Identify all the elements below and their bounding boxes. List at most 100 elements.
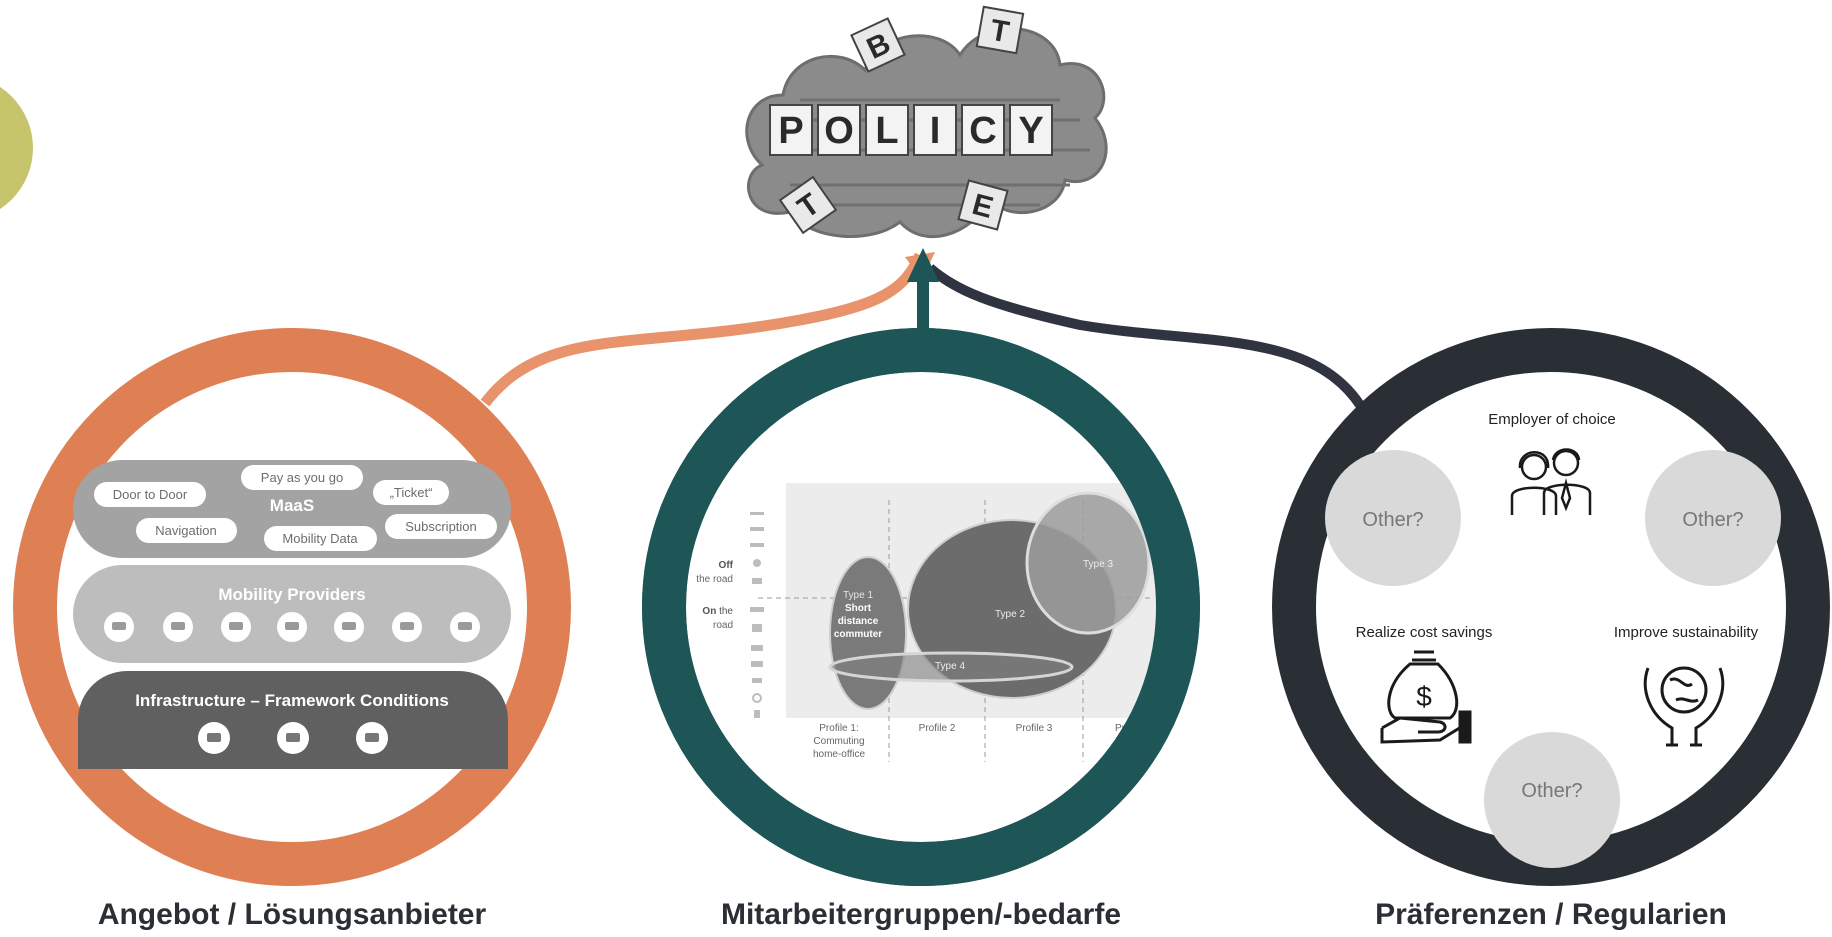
left-caption: Angebot / Lösungsanbieter bbox=[97, 898, 487, 931]
mobility-icon-row bbox=[104, 612, 480, 642]
icon-boat bbox=[750, 527, 764, 531]
parking-icon bbox=[198, 722, 230, 754]
navy-connector bbox=[926, 264, 1365, 408]
type3-label: Type 3 bbox=[1083, 559, 1113, 570]
other-label: Other? bbox=[1682, 509, 1743, 531]
people-icon bbox=[1510, 448, 1592, 515]
scatter-letter-block: B bbox=[850, 17, 906, 73]
profile-label: Profile 1: bbox=[819, 723, 858, 734]
maas-tag-label: Mobility Data bbox=[282, 531, 358, 546]
icon-bus bbox=[752, 578, 762, 584]
maas-tag-label: „Ticket“ bbox=[390, 485, 433, 500]
policy-letter: I bbox=[930, 110, 941, 152]
mobility-band: Mobility Providers bbox=[73, 565, 511, 663]
decorative-olive-circle bbox=[0, 86, 33, 210]
maas-tag: Pay as you go bbox=[241, 465, 363, 490]
maas-tag-pill bbox=[241, 465, 363, 490]
right-panel: Other? Other? Other? Employer of choice … bbox=[1272, 328, 1830, 886]
maas-tag: Navigation bbox=[136, 518, 237, 543]
cost-label: Realize cost savings bbox=[1356, 624, 1493, 641]
infra-band: Infrastructure – Framework Conditions bbox=[78, 671, 508, 769]
other-label: Other? bbox=[1521, 780, 1582, 802]
person-a-hair bbox=[1518, 451, 1550, 469]
type1-line: commuter bbox=[834, 629, 882, 640]
money-bag-icon: $ bbox=[1380, 650, 1472, 744]
policy-letter: O bbox=[824, 110, 854, 152]
maas-title: MaaS bbox=[270, 496, 314, 515]
teal-connector bbox=[917, 270, 929, 330]
on-label-rest: the bbox=[716, 606, 733, 617]
charging-icon bbox=[356, 722, 388, 754]
policy-letter: C bbox=[969, 110, 996, 152]
icon-truck bbox=[750, 607, 764, 612]
off-road-sub: the road bbox=[696, 574, 733, 585]
right-caption: Präferenzen / Regularien bbox=[1375, 898, 1727, 931]
globe-land bbox=[1669, 677, 1699, 703]
off-road-label: Off bbox=[719, 560, 734, 571]
middle-ring-overlay bbox=[642, 328, 1200, 886]
right-hand bbox=[1694, 667, 1725, 745]
infra-title: Infrastructure – Framework Conditions bbox=[135, 691, 449, 710]
icon-train bbox=[750, 543, 764, 547]
globe-hands-icon bbox=[1643, 666, 1725, 747]
type3-ellipse bbox=[1025, 491, 1151, 635]
icon-car2 bbox=[751, 661, 763, 667]
bag-body bbox=[1387, 662, 1459, 720]
maas-tag: Mobility Data bbox=[264, 526, 377, 551]
policy-letter-block: C bbox=[961, 104, 1005, 156]
other-label: Other? bbox=[1362, 509, 1423, 531]
person-a-head bbox=[1520, 453, 1548, 481]
on-road-label: On the bbox=[702, 606, 733, 617]
left-hand bbox=[1643, 667, 1674, 745]
policy-letter: L bbox=[875, 110, 898, 152]
type1-line: distance bbox=[838, 616, 879, 627]
vertical-icon-column bbox=[750, 512, 764, 718]
teal-arrowhead bbox=[907, 248, 939, 282]
type4-ellipse bbox=[828, 651, 1074, 683]
icon-bus2 bbox=[752, 624, 762, 632]
profile-label: Pr bbox=[1115, 723, 1126, 734]
policy-letter-block: P bbox=[769, 104, 813, 156]
maas-tag-pill bbox=[373, 480, 449, 505]
person-b-head bbox=[1552, 449, 1580, 477]
cuff bbox=[1458, 710, 1472, 744]
icon-car bbox=[751, 645, 763, 651]
train-icon bbox=[221, 612, 251, 642]
scatter-letter: T bbox=[988, 14, 1012, 50]
maas-tag-pill bbox=[264, 526, 377, 551]
profile-label: home-office bbox=[813, 749, 866, 760]
dollar-glyph: $ bbox=[1416, 681, 1432, 712]
policy-letter: P bbox=[778, 110, 803, 152]
type1-line: Short bbox=[845, 603, 872, 614]
maas-tag: Door to Door bbox=[94, 482, 206, 507]
plane-icon bbox=[450, 612, 480, 642]
on-road-sub: road bbox=[713, 620, 733, 631]
car-icon bbox=[277, 612, 307, 642]
icon-plane bbox=[750, 512, 764, 515]
hand bbox=[1380, 716, 1467, 744]
type4-label: Type 4 bbox=[935, 661, 965, 672]
middle-caption: Mitarbeitergruppen/-bedarfe bbox=[720, 898, 1122, 931]
employer-label: Employer of choice bbox=[1488, 411, 1616, 428]
type1-label: Type 1 Short distance commuter bbox=[834, 590, 882, 640]
policy-letter-block: I bbox=[913, 104, 957, 156]
maas-tag-label: Subscription bbox=[405, 519, 477, 534]
tram-icon bbox=[334, 612, 364, 642]
orange-connector bbox=[480, 252, 926, 407]
handshake-icon bbox=[277, 722, 309, 754]
policy-letter-block: O bbox=[817, 104, 861, 156]
maas-tag: „Ticket“ bbox=[373, 480, 449, 505]
off-label-bold: Off bbox=[719, 560, 734, 571]
maas-tag-pill bbox=[136, 518, 237, 543]
other-bubble-right bbox=[1645, 450, 1781, 586]
profile-label: Profile 2 bbox=[919, 723, 956, 734]
maas-tag-pill bbox=[94, 482, 206, 507]
icon-scooter bbox=[752, 678, 762, 683]
person-b-tie bbox=[1560, 478, 1572, 512]
icon-tram bbox=[753, 559, 761, 567]
other-bubble-bottom bbox=[1484, 732, 1620, 868]
type2-label: Type 2 bbox=[995, 609, 1025, 620]
